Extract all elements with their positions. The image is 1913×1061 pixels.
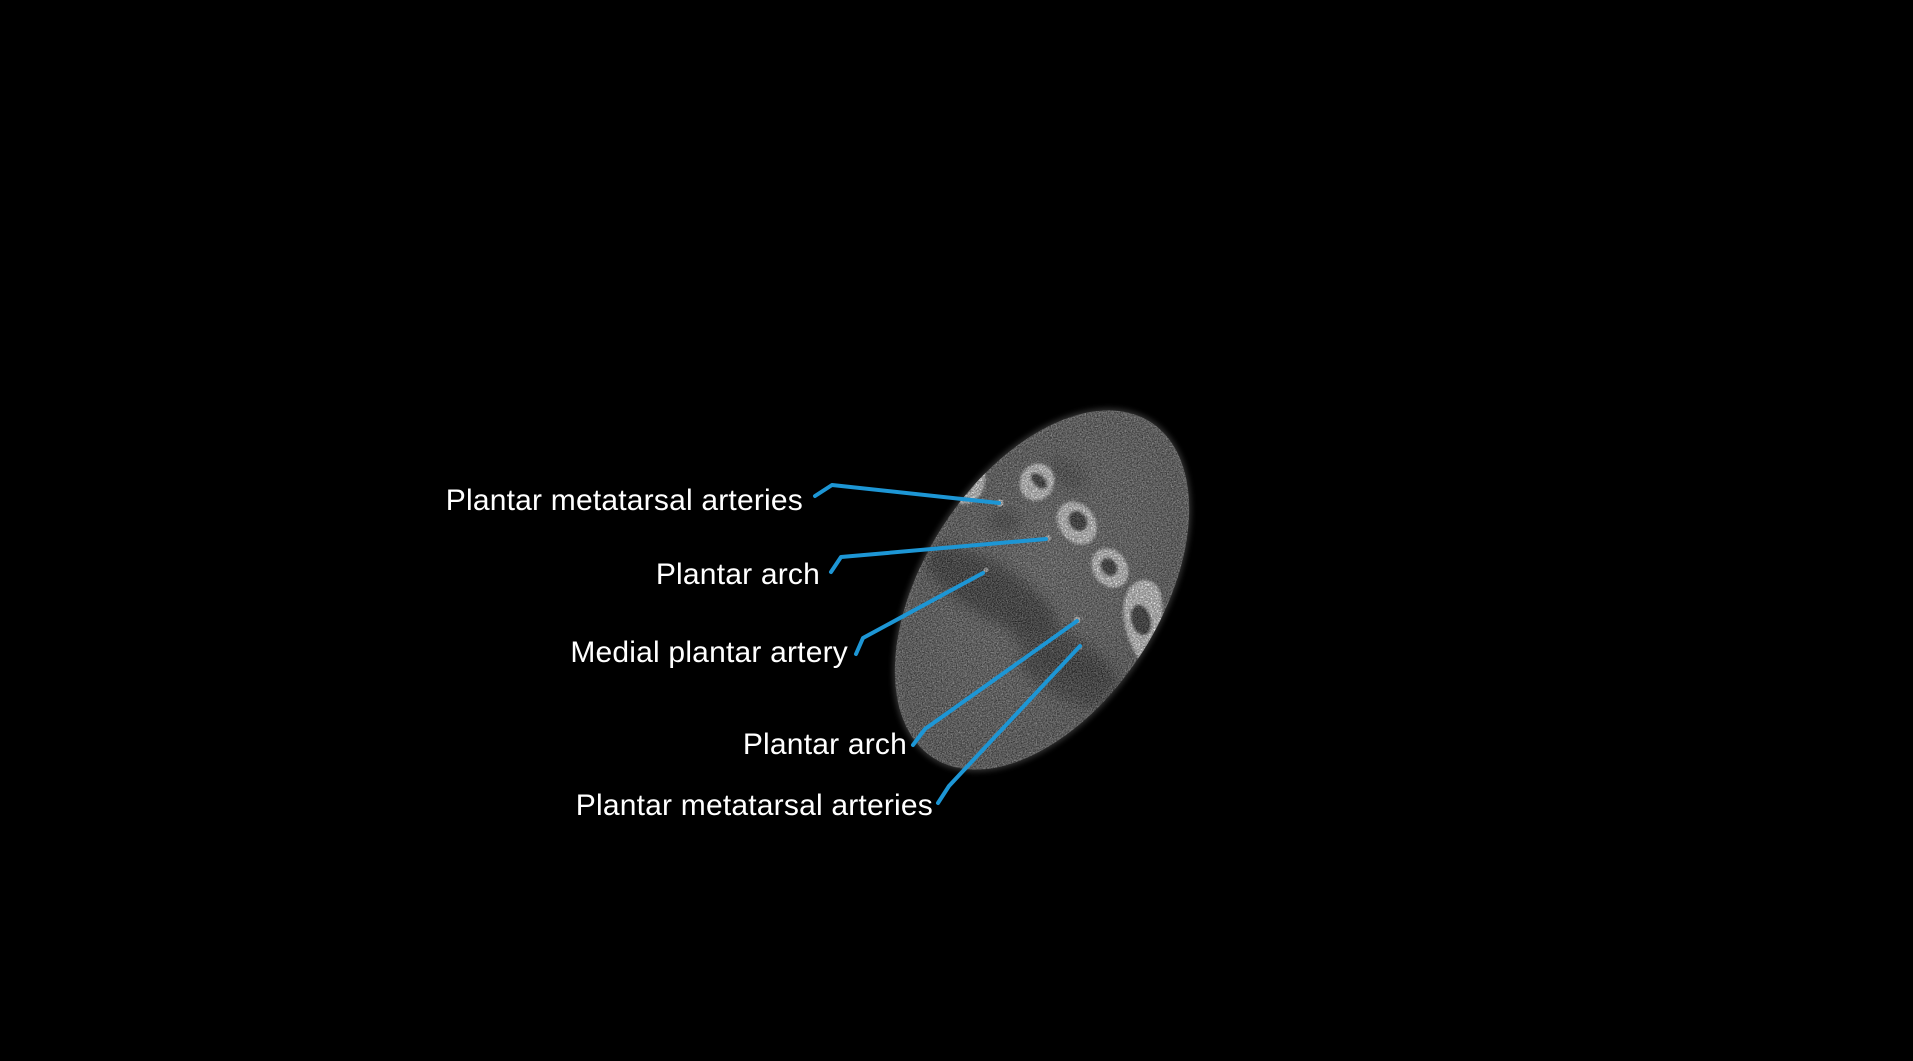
leader-plantar-metatarsal-arteries-bottom — [936, 644, 1082, 805]
label-plantar-arch-lower: Plantar arch — [742, 728, 907, 761]
label-plantar-metatarsal-arteries-top: Plantar metatarsal arteries — [445, 484, 803, 517]
leader-medial-plantar-artery — [854, 571, 985, 656]
leader-plantar-metatarsal-arteries-top — [813, 483, 1001, 505]
leader-plantar-arch-upper — [829, 537, 1048, 574]
label-medial-plantar-artery: Medial plantar artery — [570, 636, 848, 669]
leader-plantar-arch-lower — [911, 619, 1079, 747]
label-plantar-metatarsal-arteries-bottom: Plantar metatarsal arteries — [575, 789, 933, 822]
label-plantar-arch-upper: Plantar arch — [655, 558, 820, 591]
leader-lines — [813, 483, 1082, 805]
